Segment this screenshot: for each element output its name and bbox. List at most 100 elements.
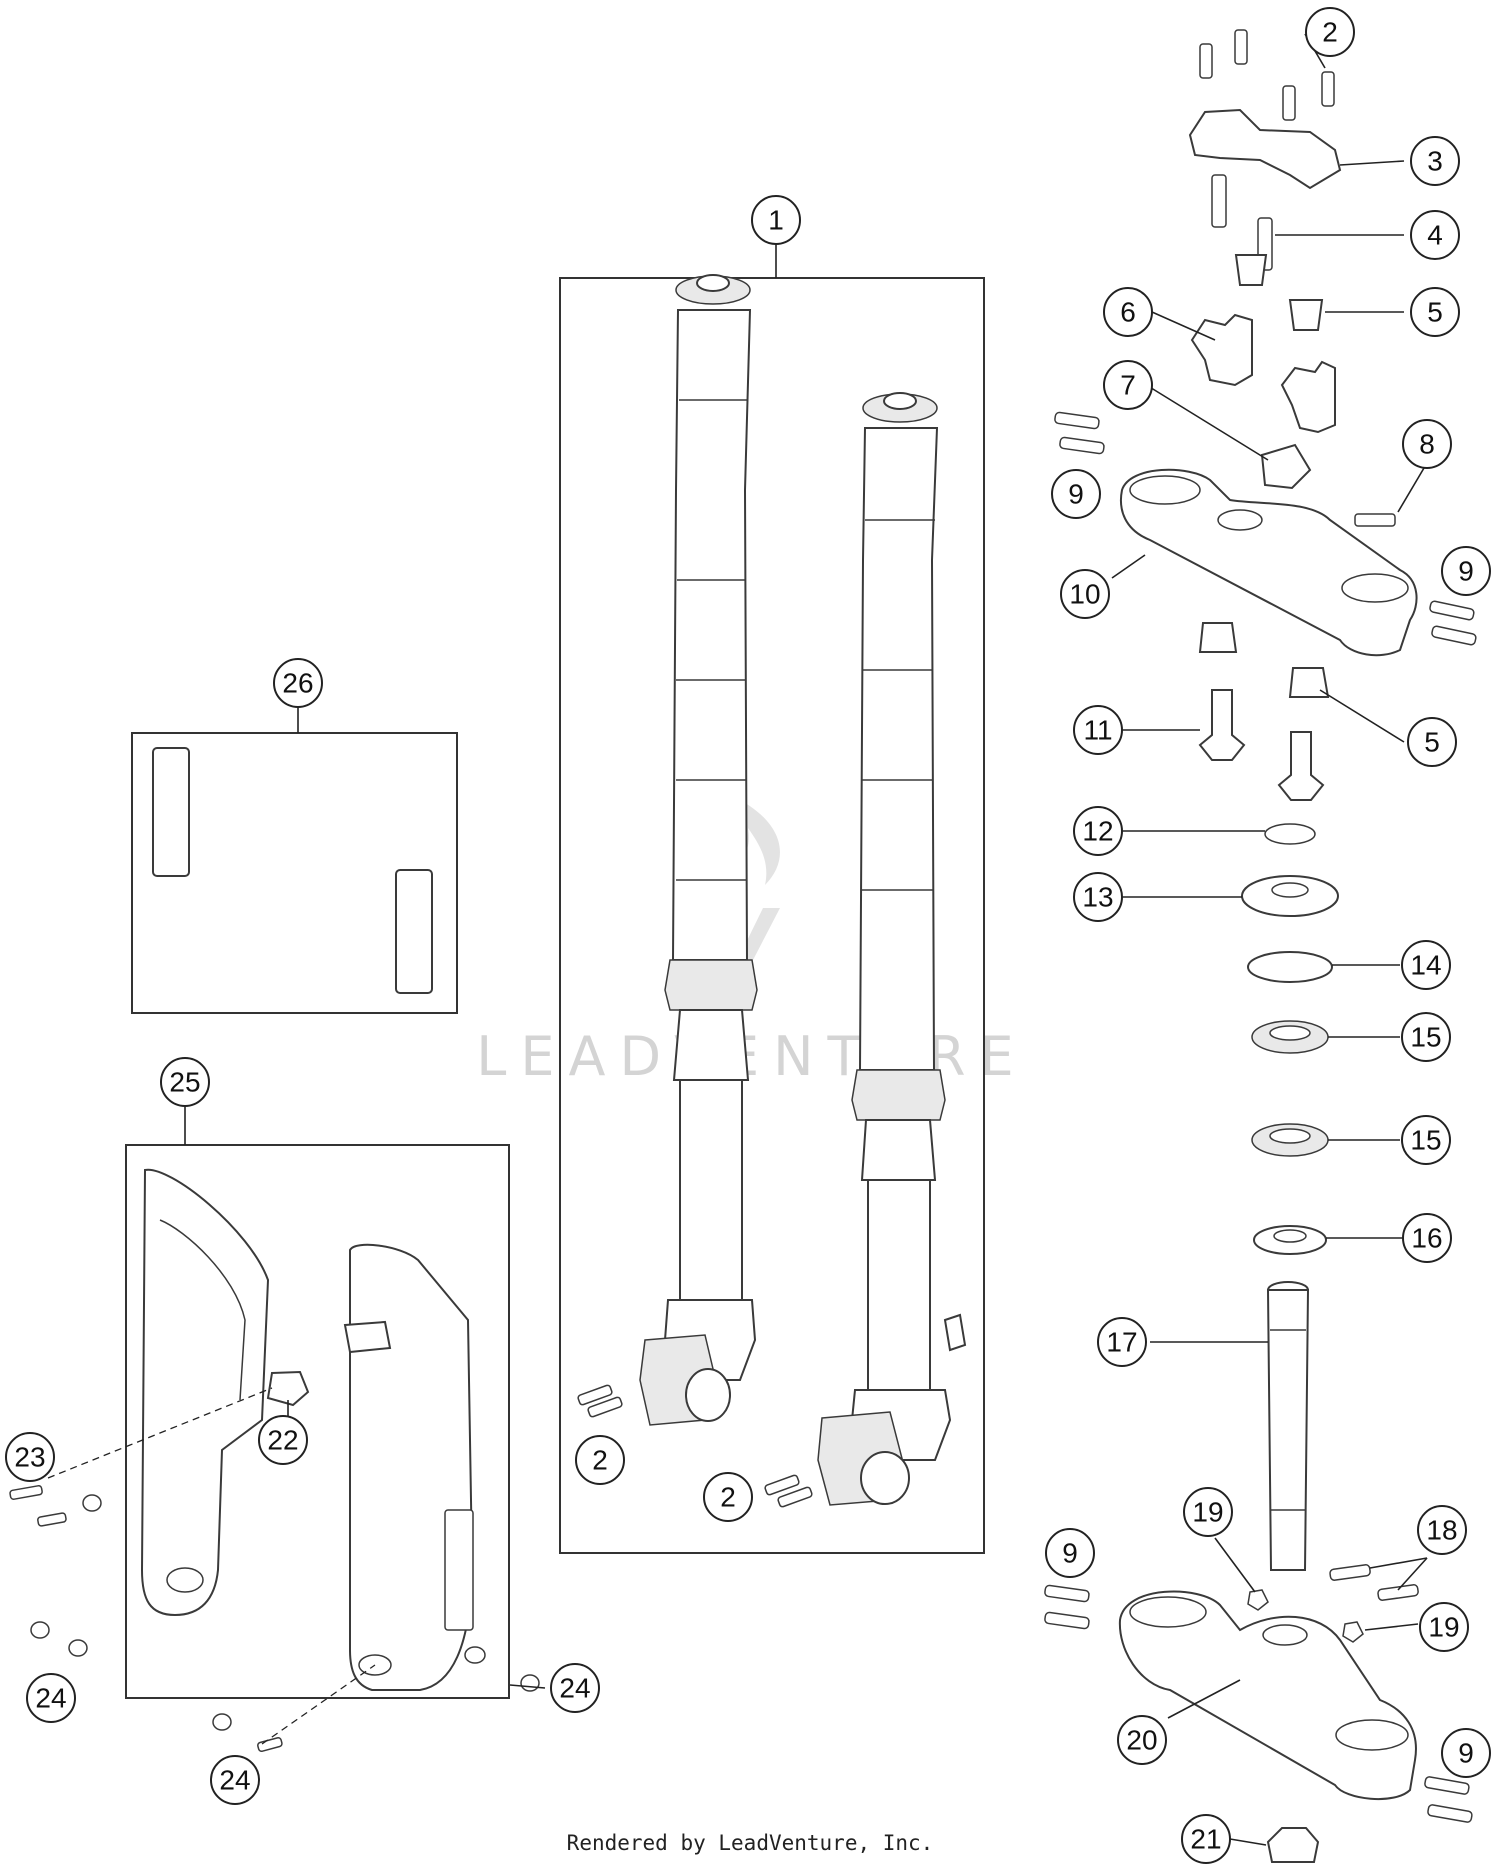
- callout-5-upper: 5: [1410, 287, 1460, 337]
- sticker-kit-box: [131, 732, 458, 1014]
- steering-stem-nut-7: [1260, 443, 1312, 490]
- bolts-9-upper-left: [1054, 411, 1105, 455]
- callout-2-top-label: 2: [1322, 17, 1338, 48]
- callout-7-label: 7: [1120, 370, 1136, 401]
- callout-23-label: 23: [14, 1442, 45, 1473]
- callout-22: 22: [258, 1415, 308, 1465]
- upper-clamp-bore-center: [1217, 509, 1263, 531]
- nut-21: [1266, 1827, 1320, 1863]
- seal-16-inner: [1273, 1229, 1307, 1243]
- callout-25-label: 25: [169, 1067, 200, 1098]
- rubber-bushing-lower-right: [1288, 667, 1330, 698]
- handlebar-clamp-bolt-11: [1198, 689, 1246, 761]
- callout-8: 8: [1402, 419, 1452, 469]
- callout-5-lower-label: 5: [1424, 727, 1440, 758]
- upper-clamp-bore-left: [1129, 475, 1201, 505]
- callout-4: 4: [1410, 210, 1460, 260]
- bolts-9-upper-right: [1429, 600, 1477, 646]
- fork-leg-right: [817, 392, 967, 1506]
- callout-23: 23: [5, 1432, 55, 1482]
- callout-8-label: 8: [1419, 429, 1435, 460]
- protector-clip-top: [343, 1320, 392, 1354]
- rendered-by-footer: Rendered by LeadVenture, Inc.: [567, 1831, 934, 1855]
- callout-14: 14: [1401, 940, 1451, 990]
- bearing-15-upper-inner: [1269, 1025, 1311, 1041]
- callout-6-label: 6: [1120, 297, 1136, 328]
- callout-1-label: 1: [768, 205, 784, 236]
- handlebar-clamp-lower-left: [1190, 313, 1253, 387]
- callout-11-label: 11: [1083, 715, 1112, 746]
- callout-15-upper-label: 15: [1410, 1022, 1441, 1053]
- callout-16-label: 16: [1411, 1223, 1442, 1254]
- handlebar-clamp-lower-right: [1280, 360, 1336, 434]
- sticker-left: [152, 747, 190, 877]
- lower-clamp-bore-left: [1129, 1596, 1207, 1628]
- callout-13: 13: [1073, 872, 1123, 922]
- handlebar-clamp-top: [1188, 108, 1342, 190]
- washer-12: [1264, 823, 1316, 845]
- callout-14-label: 14: [1410, 950, 1441, 981]
- callout-16: 16: [1402, 1213, 1452, 1263]
- callout-20-label: 20: [1126, 1725, 1157, 1756]
- fork-clamp-bolts: [577, 1384, 813, 1508]
- callout-3-label: 3: [1427, 146, 1443, 177]
- rubber-bushing-upper: [1234, 254, 1268, 286]
- callout-12: 12: [1073, 806, 1123, 856]
- callout-15-lower-label: 15: [1410, 1125, 1441, 1156]
- callout-19-upper: 19: [1183, 1487, 1233, 1537]
- bearing-15-lower-inner: [1269, 1128, 1311, 1144]
- callout-9-upper-left-label: 9: [1068, 479, 1084, 510]
- upper-clamp-bore-right: [1341, 573, 1409, 603]
- callout-26-label: 26: [282, 668, 313, 699]
- fork-leg-left: [639, 274, 758, 1426]
- callout-17-label: 17: [1106, 1327, 1137, 1358]
- lower-clamp-bore-center: [1262, 1624, 1308, 1646]
- lower-clamp-bore-right: [1335, 1719, 1409, 1751]
- dust-seal-13-hole: [1271, 882, 1309, 898]
- leader-lines: [47, 33, 1428, 1846]
- callout-19-upper-label: 19: [1192, 1497, 1223, 1528]
- handlebar-clamp-bolt-lower: [1277, 731, 1325, 801]
- callout-19-lower-label: 19: [1428, 1612, 1459, 1643]
- bolts-9-lower-right: [1424, 1776, 1473, 1823]
- bolts-18: [1329, 1564, 1419, 1601]
- callout-2-fork-left: 2: [575, 1435, 625, 1485]
- bolts-9-lower-left: [1044, 1584, 1090, 1630]
- rubber-bushing-5: [1288, 299, 1324, 331]
- callout-22-label: 22: [267, 1425, 298, 1456]
- protector-clip: [266, 1370, 310, 1407]
- callout-2-fork-right: 2: [703, 1472, 753, 1522]
- bolt-8: [1354, 513, 1396, 527]
- lower-triple-clamp-20: [1118, 1590, 1417, 1801]
- callout-1: 1: [751, 195, 801, 245]
- callout-2-fork-left-label: 2: [592, 1445, 608, 1476]
- callout-24-bottom-label: 24: [219, 1765, 250, 1796]
- callout-6: 6: [1103, 287, 1153, 337]
- fork-protector-right: [349, 1243, 486, 1691]
- fork-protector-box: [125, 1144, 510, 1699]
- callout-11: 11: [1073, 705, 1123, 755]
- callout-24-right: 24: [550, 1663, 600, 1713]
- callout-24-left-label: 24: [35, 1683, 66, 1714]
- callout-2-fork-right-label: 2: [720, 1482, 736, 1513]
- callout-24-right-label: 24: [559, 1673, 590, 1704]
- callout-12-label: 12: [1082, 816, 1113, 847]
- callout-2-top: 2: [1305, 7, 1355, 57]
- callout-9-upper-left: 9: [1051, 469, 1101, 519]
- steering-stem-17: [1266, 1281, 1310, 1571]
- callout-9-lower-right: 9: [1441, 1728, 1491, 1778]
- callout-18-label: 18: [1426, 1515, 1457, 1546]
- o-ring-14: [1247, 951, 1333, 983]
- upper-triple-clamp: [1120, 468, 1418, 657]
- callout-10: 10: [1060, 569, 1110, 619]
- callout-19-lower: 19: [1419, 1602, 1469, 1652]
- callout-26: 26: [273, 658, 323, 708]
- callout-24-bottom: 24: [210, 1755, 260, 1805]
- callout-24-left: 24: [26, 1673, 76, 1723]
- handlebar-bolts: [1199, 29, 1335, 121]
- clamp-bolt-upper: [1211, 174, 1227, 228]
- fork-protector-left: [140, 1168, 270, 1617]
- callout-17: 17: [1097, 1317, 1147, 1367]
- nut-19-lower: [1342, 1621, 1364, 1643]
